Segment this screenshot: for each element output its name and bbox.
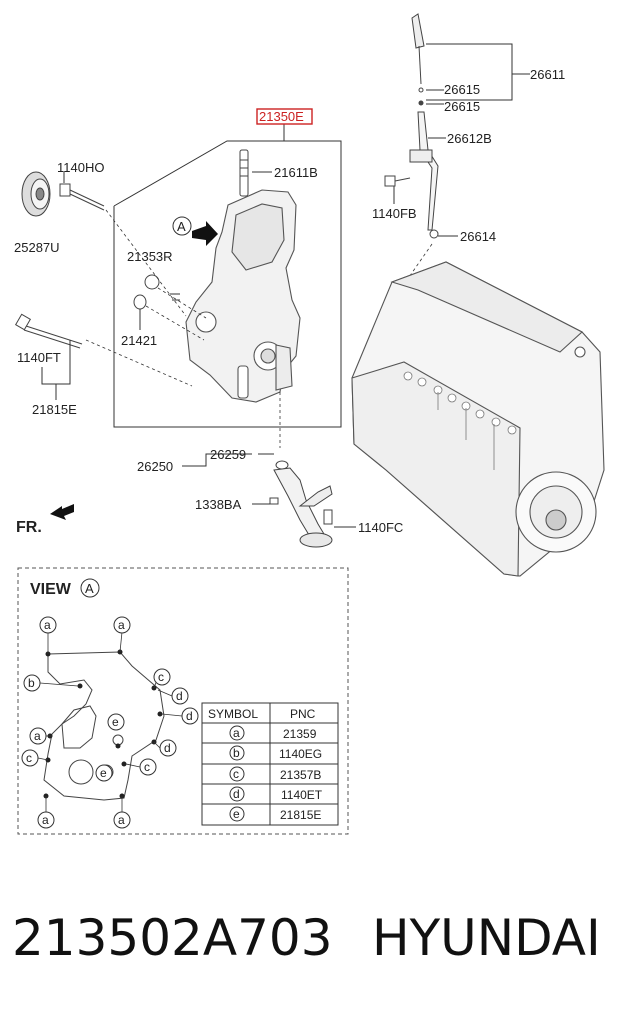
svg-text:b: b <box>233 746 240 760</box>
callout-c-1: c <box>153 668 171 686</box>
table-row: e 21815E <box>229 806 321 822</box>
label-26614[interactable]: 26614 <box>460 229 496 244</box>
seal-21353R <box>144 274 160 290</box>
svg-text:e: e <box>100 766 107 780</box>
svg-text:e: e <box>233 807 240 821</box>
table-header-symbol: SYMBOL <box>208 707 258 721</box>
view-a-marker: A <box>172 216 218 246</box>
highlighted-part-box <box>256 108 313 125</box>
label-21815E[interactable]: 21815E <box>32 402 77 417</box>
label-1140FC[interactable]: 1140FC <box>358 520 403 535</box>
label-1140HO[interactable]: 1140HO <box>57 160 104 175</box>
callout-d-3: d <box>159 739 177 757</box>
callout-a-2: a <box>113 616 131 634</box>
table-row: d 1140ET <box>229 786 323 802</box>
svg-text:b: b <box>28 676 35 690</box>
callout-d-2: d <box>181 707 199 725</box>
pulley-25287U <box>21 171 51 217</box>
label-21353R[interactable]: 21353R <box>127 249 173 264</box>
dashed-leaders <box>85 209 281 448</box>
callout-a-3: a <box>29 727 47 745</box>
cover-frame <box>113 123 342 428</box>
svg-text:21359: 21359 <box>283 727 317 741</box>
label-26612B[interactable]: 26612B <box>447 131 492 146</box>
table-row: a 21359 <box>229 725 317 741</box>
svg-text:c: c <box>158 670 164 684</box>
label-26615-lower[interactable]: 26615 <box>444 99 480 114</box>
label-21350E[interactable]: 21350E <box>259 109 304 124</box>
pickup-leaders <box>182 453 356 528</box>
callout-d-1: d <box>171 687 189 705</box>
callout-a-5: a <box>113 811 131 829</box>
legend-table: SYMBOL PNC a 21359 b 1140EG c 21357B d 1… <box>201 702 339 826</box>
label-26250[interactable]: 26250 <box>137 459 173 474</box>
svg-text:a: a <box>118 813 125 827</box>
callout-e-2: e <box>95 764 113 782</box>
label-1140FB[interactable]: 1140FB <box>372 206 417 221</box>
label-1338BA[interactable]: 1338BA <box>195 497 242 512</box>
svg-text:21357B: 21357B <box>280 768 321 782</box>
svg-text:a: a <box>42 813 49 827</box>
front-indicator: FR. <box>16 504 74 536</box>
callout-c-3: c <box>139 758 157 776</box>
svg-text:e: e <box>112 715 119 729</box>
svg-text:d: d <box>186 709 193 723</box>
callout-a-4: a <box>37 811 55 829</box>
svg-text:1140EG: 1140EG <box>279 747 322 761</box>
brand-name: HYUNDAI <box>372 909 601 967</box>
svg-text:c: c <box>144 760 150 774</box>
callout-e-1: e <box>107 713 125 731</box>
view-title: VIEW <box>30 581 72 598</box>
label-26259[interactable]: 26259 <box>210 447 246 462</box>
view-marker: A <box>85 581 94 596</box>
svg-text:A: A <box>177 219 186 234</box>
label-21421[interactable]: 21421 <box>121 333 157 348</box>
svg-text:a: a <box>118 618 125 632</box>
svg-text:a: a <box>44 618 51 632</box>
view-bolt-points <box>43 649 163 799</box>
svg-text:d: d <box>233 787 240 801</box>
table-row: b 1140EG <box>229 745 322 761</box>
table-header-pnc: PNC <box>290 707 316 721</box>
svg-text:21815E: 21815E <box>280 808 321 822</box>
dipstick-leaders <box>393 43 530 237</box>
part-number: 213502A703 <box>12 909 333 967</box>
ring-21421 <box>133 294 147 310</box>
svg-text:c: c <box>26 751 32 765</box>
footer: 213502A703 HYUNDAI <box>0 900 626 980</box>
label-26611[interactable]: 26611 <box>530 67 565 82</box>
bolt-1140HO <box>59 183 105 211</box>
label-21611B[interactable]: 21611B <box>274 165 318 180</box>
label-25287U[interactable]: 25287U <box>14 240 60 255</box>
svg-text:d: d <box>164 741 171 755</box>
table-row: c 21357B <box>229 766 321 782</box>
label-1140FT[interactable]: 1140FT <box>17 350 61 365</box>
bolt-1140FB <box>384 175 411 187</box>
bolt-1140FT <box>14 313 83 349</box>
view-callout-leaders <box>37 631 183 812</box>
callout-a-1: a <box>39 616 57 634</box>
svg-text:d: d <box>176 689 183 703</box>
svg-text:a: a <box>233 726 240 740</box>
svg-text:a: a <box>34 729 41 743</box>
svg-text:1140ET: 1140ET <box>281 788 323 802</box>
oil-pickup-drawing <box>269 460 333 548</box>
label-26615-upper[interactable]: 26615 <box>444 82 480 97</box>
stud-21611B <box>239 149 249 197</box>
dipstick-drawing <box>409 13 439 239</box>
callout-b-1: b <box>23 674 41 692</box>
view-a-box <box>17 567 349 835</box>
timing-cover-drawing <box>185 189 301 403</box>
engine-details <box>403 371 517 470</box>
svg-text:c: c <box>233 767 239 781</box>
front-label: FR. <box>16 519 42 536</box>
callout-c-2: c <box>21 749 39 767</box>
view-callouts: a a b c d d e d a c e c a a <box>21 616 199 829</box>
